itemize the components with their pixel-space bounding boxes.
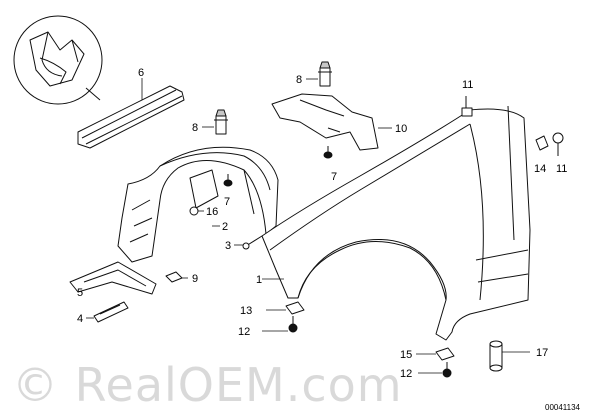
callout-8b: 8 — [296, 74, 302, 86]
part-6-trim-strip — [77, 85, 185, 149]
callout-11b: 11 — [556, 163, 567, 175]
callout-10: 10 — [395, 123, 407, 135]
part-8-clip-right — [318, 61, 332, 87]
callout-1: 1 — [256, 274, 262, 286]
callout-5: 5 — [77, 287, 83, 299]
part-13-clip — [285, 301, 305, 315]
part-12-screw-right — [442, 362, 452, 378]
part-1-front-fender — [261, 105, 531, 341]
part-15-clip — [435, 347, 455, 361]
part-16-plug — [189, 206, 199, 216]
callout-16: 16 — [206, 206, 218, 218]
callout-7a: 7 — [224, 196, 230, 208]
watermark: © RealOEM.com — [12, 358, 403, 412]
callout-14: 14 — [534, 163, 546, 175]
part-17-cap — [489, 340, 503, 372]
callout-4: 4 — [77, 313, 83, 325]
callout-11a: 11 — [462, 79, 473, 91]
callout-12a: 12 — [238, 326, 250, 338]
part-12-screw-left — [288, 316, 298, 333]
part-5-bracket — [69, 261, 157, 295]
part-7-clip-right — [323, 146, 333, 159]
part-10-bracket — [271, 93, 379, 151]
part-11-screw-left — [461, 96, 473, 117]
callout-7b: 7 — [331, 171, 337, 183]
reference-code: 00041134 — [545, 403, 580, 412]
callout-3: 3 — [225, 240, 231, 252]
callout-8a: 8 — [192, 122, 198, 134]
callout-15: 15 — [400, 349, 412, 361]
part-7-clip-left — [223, 174, 233, 187]
part-9-clip-nut — [165, 271, 183, 283]
part-3-screw — [242, 235, 263, 250]
part-4-foam-block — [93, 301, 129, 323]
part-11-screw-right — [552, 132, 564, 156]
callout-2: 2 — [222, 221, 228, 233]
callout-17: 17 — [536, 347, 548, 359]
part-2-wheel-arch-liner — [117, 146, 279, 263]
part-14-nut — [535, 135, 549, 151]
part-8-clip-left — [214, 109, 228, 135]
callout-6: 6 — [138, 67, 144, 79]
callout-12b: 12 — [400, 368, 412, 380]
detail-inset — [13, 15, 103, 105]
callout-13: 13 — [240, 305, 252, 317]
callout-9: 9 — [192, 273, 198, 285]
